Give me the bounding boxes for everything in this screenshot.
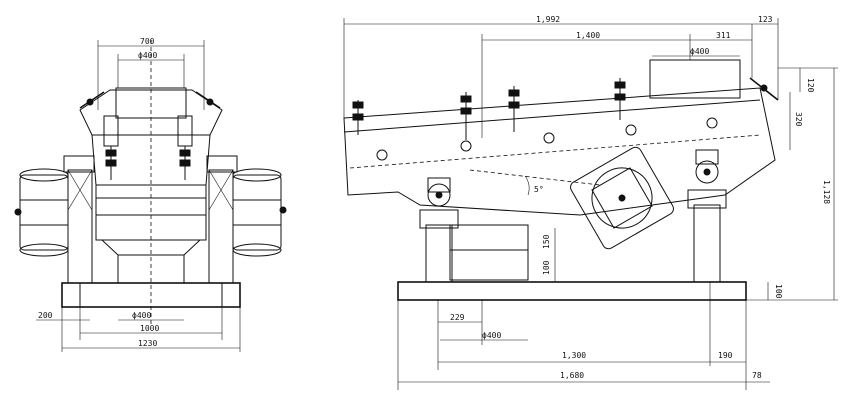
side-dim-320: 320 xyxy=(794,112,803,127)
side-dim-78: 78 xyxy=(752,371,762,380)
side-dim-phi400-bottom: ϕ400 xyxy=(482,331,501,340)
front-right-hanger xyxy=(177,91,221,180)
front-left-column xyxy=(67,169,93,284)
side-dim-311: 311 xyxy=(716,31,731,40)
side-dim-5deg: 5° xyxy=(534,185,544,194)
side-dim-phi400-top: ϕ400 xyxy=(690,47,709,56)
side-outlet-chute xyxy=(449,224,529,281)
front-right-column xyxy=(208,169,234,284)
side-dim-1680: 1,680 xyxy=(560,371,584,380)
side-dim-123: 123 xyxy=(758,15,773,24)
side-dim-1400: 1,400 xyxy=(576,31,600,40)
side-inlet xyxy=(649,59,741,99)
side-dim-120: 120 xyxy=(806,78,815,93)
front-left-hanger xyxy=(79,91,119,180)
side-dim-1992: 1,992 xyxy=(536,15,560,24)
side-right-support xyxy=(687,149,727,283)
side-hangers xyxy=(352,77,779,140)
left-motor xyxy=(14,168,69,257)
front-dim-1230: 1230 xyxy=(138,339,157,348)
side-view: 5° 1,992 123 1,400 311 ϕ400 120 320 1,12… xyxy=(343,15,838,390)
front-dim-phi400-top: ϕ400 xyxy=(138,51,157,60)
side-dim-229: 229 xyxy=(450,313,465,322)
side-base-plate xyxy=(397,281,747,301)
side-screen-body xyxy=(343,87,776,216)
front-view: 700 ϕ400 200 ϕ400 1000 1230 xyxy=(14,37,287,352)
side-dim-100-right: 100 xyxy=(774,284,783,299)
side-dim-150: 150 xyxy=(542,234,551,249)
side-left-support xyxy=(419,177,459,283)
side-dim-190: 190 xyxy=(718,351,733,360)
front-dim-phi400-bottom: ϕ400 xyxy=(132,311,151,320)
side-dim-1128: 1,128 xyxy=(822,180,831,204)
front-dim-200: 200 xyxy=(38,311,53,320)
side-dim-1300: 1,300 xyxy=(562,351,586,360)
front-dim-1000: 1000 xyxy=(140,324,159,333)
right-motor xyxy=(232,168,287,257)
side-dim-100-left: 100 xyxy=(542,260,551,275)
side-vibration-motor xyxy=(570,146,674,250)
front-dim-700: 700 xyxy=(140,37,155,46)
